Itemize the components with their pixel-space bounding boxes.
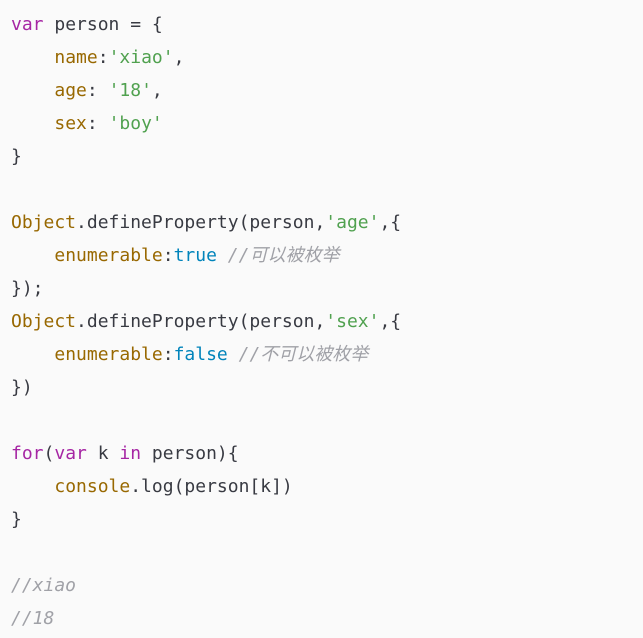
code-line: }); xyxy=(11,272,643,305)
code-token-plain xyxy=(11,344,54,365)
code-token-plain xyxy=(11,47,54,68)
code-line: Object.defineProperty(person,'sex',{ xyxy=(11,305,643,338)
code-token-lit: true xyxy=(173,245,217,266)
code-token-plain: : xyxy=(162,245,174,266)
code-token-plain xyxy=(217,245,228,266)
code-token-str: '18' xyxy=(108,80,152,101)
code-token-plain: ( xyxy=(43,443,55,464)
code-token-kw: in xyxy=(119,443,142,464)
code-token-plain: : xyxy=(86,113,109,134)
code-token-cmt: //不可以被枚举 xyxy=(238,344,369,365)
code-line: for(var k in person){ xyxy=(11,437,643,470)
code-token-prop: enumerable xyxy=(54,245,163,266)
code-line: } xyxy=(11,503,643,536)
code-token-plain: , xyxy=(173,47,185,68)
code-token-cmt: //xiao xyxy=(11,575,77,596)
code-token-plain: ,{ xyxy=(379,212,402,233)
code-token-plain: : xyxy=(86,80,109,101)
code-line xyxy=(11,173,643,206)
code-token-plain: } xyxy=(11,509,22,530)
code-token-plain xyxy=(11,245,54,266)
code-token-plain: person){ xyxy=(141,443,239,464)
code-token-plain: k xyxy=(86,443,120,464)
code-token-prop: Object xyxy=(11,212,77,233)
code-token-kw: var xyxy=(54,443,87,464)
code-token-plain: .log(person[k]) xyxy=(130,476,293,497)
code-token-prop: console xyxy=(54,476,131,497)
code-token-prop: Object xyxy=(11,311,77,332)
code-token-plain xyxy=(11,80,54,101)
code-token-kw: var xyxy=(11,14,44,35)
code-line: } xyxy=(11,140,643,173)
code-token-plain xyxy=(228,344,239,365)
code-line: name:'xiao', xyxy=(11,41,643,74)
code-token-plain: }); xyxy=(11,278,44,299)
code-token-kw: for xyxy=(11,443,44,464)
code-line xyxy=(11,536,643,569)
code-token-str: 'xiao' xyxy=(108,47,174,68)
code-token-lit: false xyxy=(173,344,228,365)
code-token-cmt: //可以被枚举 xyxy=(227,245,340,266)
code-token-plain xyxy=(11,476,54,497)
code-token-plain: .defineProperty(person, xyxy=(76,212,326,233)
code-token-plain: ,{ xyxy=(379,311,402,332)
code-token-plain: : xyxy=(97,47,109,68)
code-line: enumerable:true //可以被枚举 xyxy=(11,239,643,272)
code-line: }) xyxy=(11,371,643,404)
code-token-prop: enumerable xyxy=(54,344,163,365)
code-line xyxy=(11,404,643,437)
code-token-prop: age xyxy=(54,80,87,101)
code-token-prop: sex xyxy=(54,113,87,134)
code-token-plain: .defineProperty(person, xyxy=(76,311,326,332)
code-line: sex: 'boy' xyxy=(11,107,643,140)
code-token-plain: : xyxy=(162,344,174,365)
code-token-plain: }) xyxy=(11,377,33,398)
code-token-cmt: //18 xyxy=(11,608,55,629)
code-token-plain: , xyxy=(151,80,163,101)
code-line: age: '18', xyxy=(11,74,643,107)
code-token-plain: person = { xyxy=(43,14,163,35)
code-token-prop: name xyxy=(54,47,98,68)
code-line: //18 xyxy=(11,602,643,635)
code-token-plain: } xyxy=(11,146,22,167)
code-token-str: 'sex' xyxy=(325,311,380,332)
code-token-plain xyxy=(11,113,54,134)
code-line: console.log(person[k]) xyxy=(11,470,643,503)
code-line: enumerable:false //不可以被枚举 xyxy=(11,338,643,371)
code-line: Object.defineProperty(person,'age',{ xyxy=(11,206,643,239)
code-token-str: 'age' xyxy=(325,212,380,233)
code-line: //xiao xyxy=(11,569,643,602)
code-line: var person = { xyxy=(11,8,643,41)
code-token-str: 'boy' xyxy=(108,113,163,134)
